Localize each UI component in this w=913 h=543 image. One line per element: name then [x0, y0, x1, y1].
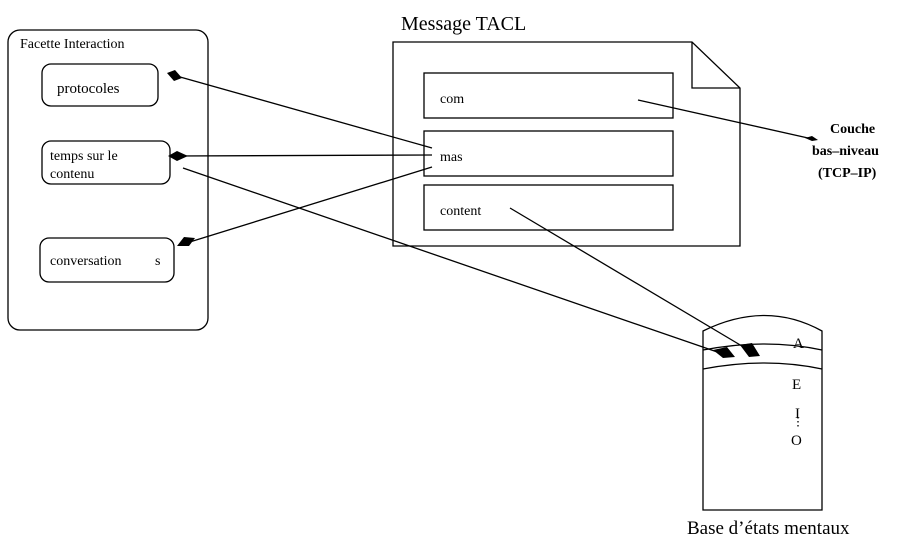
database-letter-i: I: [795, 406, 800, 422]
lower-layer-line3: (TCP–IP): [818, 166, 877, 181]
message-tacl-title: Message TACL: [401, 13, 526, 35]
conversations-label: conversation: [50, 254, 122, 269]
database-cylinder: [702, 314, 823, 511]
database-letter-e: E: [792, 377, 801, 393]
connectors: [167, 70, 818, 358]
content-field: content: [423, 184, 674, 231]
facet-interaction-panel: Facette Interaction protocoles temps sur…: [7, 29, 209, 331]
conversations-label-suffix: s: [155, 254, 160, 269]
lower-layer-line2: bas–niveau: [812, 144, 879, 159]
connector-content-base: [509, 207, 760, 357]
message-tacl: Message TACL com mas content: [392, 13, 741, 247]
lower-layer-line1: Couche: [830, 122, 875, 137]
database-letter-a: A: [793, 336, 804, 352]
message-document-fold: [691, 42, 740, 89]
com-field: com: [423, 72, 674, 119]
content-field-label: content: [440, 204, 481, 219]
connector-mas-conversations: [177, 166, 433, 246]
mas-field: mas: [423, 130, 674, 177]
temps-box: temps sur le contenu: [41, 140, 171, 185]
facet-interaction-title: Facette Interaction: [20, 37, 125, 52]
connector-temps-base: [182, 167, 735, 358]
com-field-label: com: [440, 92, 464, 107]
mental-state-base: A E I O Base d’états mentaux: [687, 314, 850, 539]
mas-field-label: mas: [440, 150, 463, 165]
database-letter-o: O: [791, 433, 802, 449]
connector-mas-protocoles: [167, 70, 433, 149]
connector-mas-temps: [168, 151, 433, 161]
database-divider: [702, 362, 823, 370]
temps-label-line2: contenu: [50, 167, 94, 182]
database-rim: [702, 343, 823, 351]
protocoles-box: protocoles: [41, 63, 159, 107]
protocoles-label: protocoles: [57, 81, 120, 97]
lower-layer-label: Couche bas–niveau (TCP–IP): [812, 122, 879, 181]
connector-com-lower-layer: [637, 99, 818, 141]
mental-state-base-title: Base d’états mentaux: [687, 518, 850, 539]
conversations-box: conversation s: [39, 237, 175, 283]
temps-label-line1: temps sur le: [50, 149, 118, 164]
